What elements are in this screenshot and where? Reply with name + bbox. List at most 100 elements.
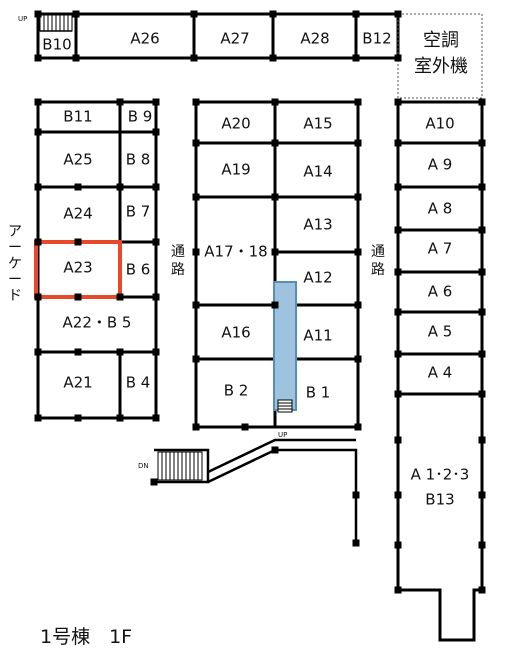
pillar bbox=[352, 54, 360, 62]
unit-B6: B 6 bbox=[126, 261, 151, 279]
unit-A13: A13 bbox=[303, 216, 332, 234]
passage-right-char: 通 bbox=[371, 244, 385, 260]
unit-A24: A24 bbox=[63, 205, 92, 223]
columns bbox=[34, 10, 486, 594]
pillar bbox=[192, 301, 200, 309]
passage-left-char: 通 bbox=[171, 244, 185, 260]
pillar bbox=[478, 541, 486, 549]
pillar bbox=[34, 238, 42, 246]
unit-A14: A14 bbox=[303, 163, 332, 181]
unit-A19: A19 bbox=[221, 161, 250, 179]
pillar bbox=[269, 54, 277, 62]
pillar bbox=[116, 414, 124, 422]
arcade-label: ア ー ケ ー ド bbox=[8, 224, 22, 304]
pillar bbox=[34, 293, 42, 301]
pillar bbox=[478, 308, 486, 316]
pillar bbox=[394, 54, 402, 62]
pillar bbox=[271, 139, 279, 147]
unit-A26: A26 bbox=[130, 30, 159, 48]
pillar bbox=[192, 248, 200, 256]
pillar bbox=[478, 268, 486, 276]
pillar bbox=[394, 541, 402, 549]
pillar bbox=[394, 491, 402, 499]
pillar bbox=[190, 10, 198, 18]
unit-A20: A20 bbox=[221, 115, 250, 133]
lower-walkway: DN bbox=[138, 438, 358, 543]
pillar bbox=[354, 301, 362, 309]
ac-unit-label-line1: 空調 bbox=[423, 30, 459, 51]
stairs-up-center: UP bbox=[277, 399, 293, 439]
pillar bbox=[34, 414, 42, 422]
unit-A1-2-3: A 1･2･3 bbox=[411, 466, 470, 484]
unit-B12: B12 bbox=[362, 30, 391, 48]
unit-B9: B 9 bbox=[128, 108, 153, 126]
unit-A12: A12 bbox=[303, 269, 332, 287]
pillar bbox=[478, 98, 486, 106]
pillar bbox=[74, 414, 82, 422]
arcade-char: ア bbox=[8, 224, 22, 240]
right-block-outline bbox=[396, 100, 484, 642]
pillar bbox=[150, 478, 158, 486]
pillar bbox=[116, 293, 124, 301]
pillar bbox=[192, 193, 200, 201]
unit-B1: B 1 bbox=[306, 384, 331, 402]
stairs-up-top-label: UP bbox=[18, 15, 27, 23]
top-strip-outline bbox=[36, 12, 400, 60]
pillar bbox=[152, 293, 160, 301]
unit-A7: A 7 bbox=[428, 240, 453, 258]
passage-left-char: 路 bbox=[171, 262, 185, 278]
pillar bbox=[478, 350, 486, 358]
pillar bbox=[116, 98, 124, 106]
arcade-char: ー bbox=[8, 240, 22, 256]
pillar bbox=[269, 10, 277, 18]
unit-A25: A25 bbox=[63, 151, 92, 169]
unit-A16: A16 bbox=[221, 324, 250, 342]
pillar bbox=[394, 268, 402, 276]
unit-B11: B11 bbox=[63, 108, 92, 126]
passage-left: 通 路 bbox=[171, 244, 185, 278]
pillar bbox=[352, 10, 360, 18]
unit-A21: A21 bbox=[63, 374, 92, 392]
walkway-wall bbox=[207, 448, 358, 543]
unit-B8: B 8 bbox=[126, 151, 151, 169]
pillar bbox=[352, 539, 360, 547]
pillar bbox=[478, 390, 486, 398]
walkway-wall bbox=[154, 448, 210, 484]
pillar bbox=[271, 248, 279, 256]
center-block: UP A20 A15 A19 A14 A13 A17・18 A12 A16 A1… bbox=[194, 100, 360, 439]
pillar bbox=[241, 423, 249, 431]
unit-A5: A 5 bbox=[428, 323, 453, 341]
pillar bbox=[34, 128, 42, 136]
unit-A9: A 9 bbox=[428, 156, 453, 174]
unit-A17-18: A17・18 bbox=[204, 243, 267, 261]
pillar bbox=[74, 293, 82, 301]
walkway-wall bbox=[207, 438, 356, 474]
pillar bbox=[271, 301, 279, 309]
ac-unit-label-line2: 室外機 bbox=[414, 56, 468, 77]
unit-B2: B 2 bbox=[224, 382, 249, 400]
pillar bbox=[34, 54, 42, 62]
pillar bbox=[34, 10, 42, 18]
stairs-down-label: DN bbox=[138, 462, 149, 470]
pillar bbox=[352, 491, 360, 499]
pillar bbox=[394, 390, 402, 398]
unit-B4: B 4 bbox=[126, 374, 151, 392]
pillar bbox=[478, 183, 486, 191]
stairs-down: DN bbox=[138, 451, 203, 481]
unit-A23: A23 bbox=[63, 259, 92, 277]
pillar bbox=[152, 98, 160, 106]
unit-A28: A28 bbox=[300, 30, 329, 48]
unit-A10: A10 bbox=[425, 115, 454, 133]
pillar bbox=[478, 226, 486, 234]
unit-A27: A27 bbox=[220, 30, 249, 48]
arcade-char: ケ bbox=[8, 256, 22, 272]
stairs-up-center-label: UP bbox=[278, 431, 287, 439]
unit-A15: A15 bbox=[303, 115, 332, 133]
pillar bbox=[354, 139, 362, 147]
pillar bbox=[192, 355, 200, 363]
pillar bbox=[152, 238, 160, 246]
pillar bbox=[116, 348, 124, 356]
right-block: A10 A 9 A 8 A 7 A 6 A 5 A 4 A 1･2･3 B13 bbox=[396, 100, 484, 642]
pillar bbox=[394, 350, 402, 358]
pillar bbox=[74, 238, 82, 246]
